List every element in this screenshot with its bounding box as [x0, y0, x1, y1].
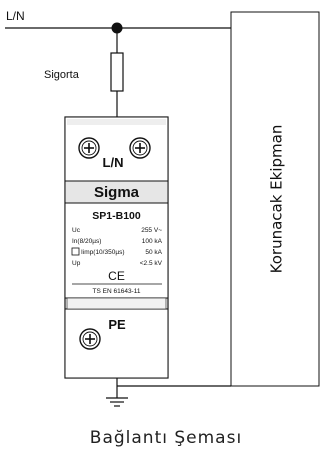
- terminal-screw-icon: [78, 137, 100, 159]
- model-number: SP1-B100: [92, 210, 141, 222]
- ground-icon: [106, 397, 128, 407]
- spec-panel: [64, 202, 169, 299]
- spec-table: Uc 255 V~ In(8/20µs) 100 kA Iimp(10/350µ…: [71, 227, 163, 267]
- protected-equipment-box: [230, 11, 320, 387]
- spec-value: 255 V~: [141, 227, 162, 234]
- device-top-ridge: [67, 119, 166, 125]
- spec-key: Uc: [72, 227, 81, 234]
- terminal-top-label: L/N: [103, 155, 124, 170]
- ce-mark: CE: [108, 269, 125, 283]
- equipment-label: Korunacak Ekipman: [268, 125, 286, 274]
- device-bottom-ridge: [66, 297, 167, 310]
- terminal-screw-icon: [129, 137, 151, 159]
- spec-value: 50 kA: [145, 249, 162, 256]
- brand-logo: Sigma: [94, 184, 140, 201]
- diagram-caption: Bağlantı Şeması: [90, 428, 242, 448]
- spec-value: <2.5 kV: [140, 260, 163, 267]
- class-marker-icon: [71, 247, 80, 256]
- standard-text: TS EN 61643-11: [93, 288, 141, 295]
- spec-key: Iimp(10/350µs): [81, 249, 125, 256]
- line-label: L/N: [6, 9, 25, 23]
- fuse-label: Sigorta: [44, 69, 80, 81]
- spec-key: Up: [72, 260, 81, 267]
- spec-value: 100 kA: [142, 238, 163, 245]
- terminal-bottom-label: PE: [108, 317, 126, 332]
- spec-key: In(8/20µs): [72, 238, 101, 245]
- surge-protector-device: L/N Sigma SP1-B100 Uc 255 V~ In(8/20µs) …: [64, 116, 169, 379]
- terminal-screw-icon: [79, 328, 101, 350]
- fuse: [110, 52, 124, 92]
